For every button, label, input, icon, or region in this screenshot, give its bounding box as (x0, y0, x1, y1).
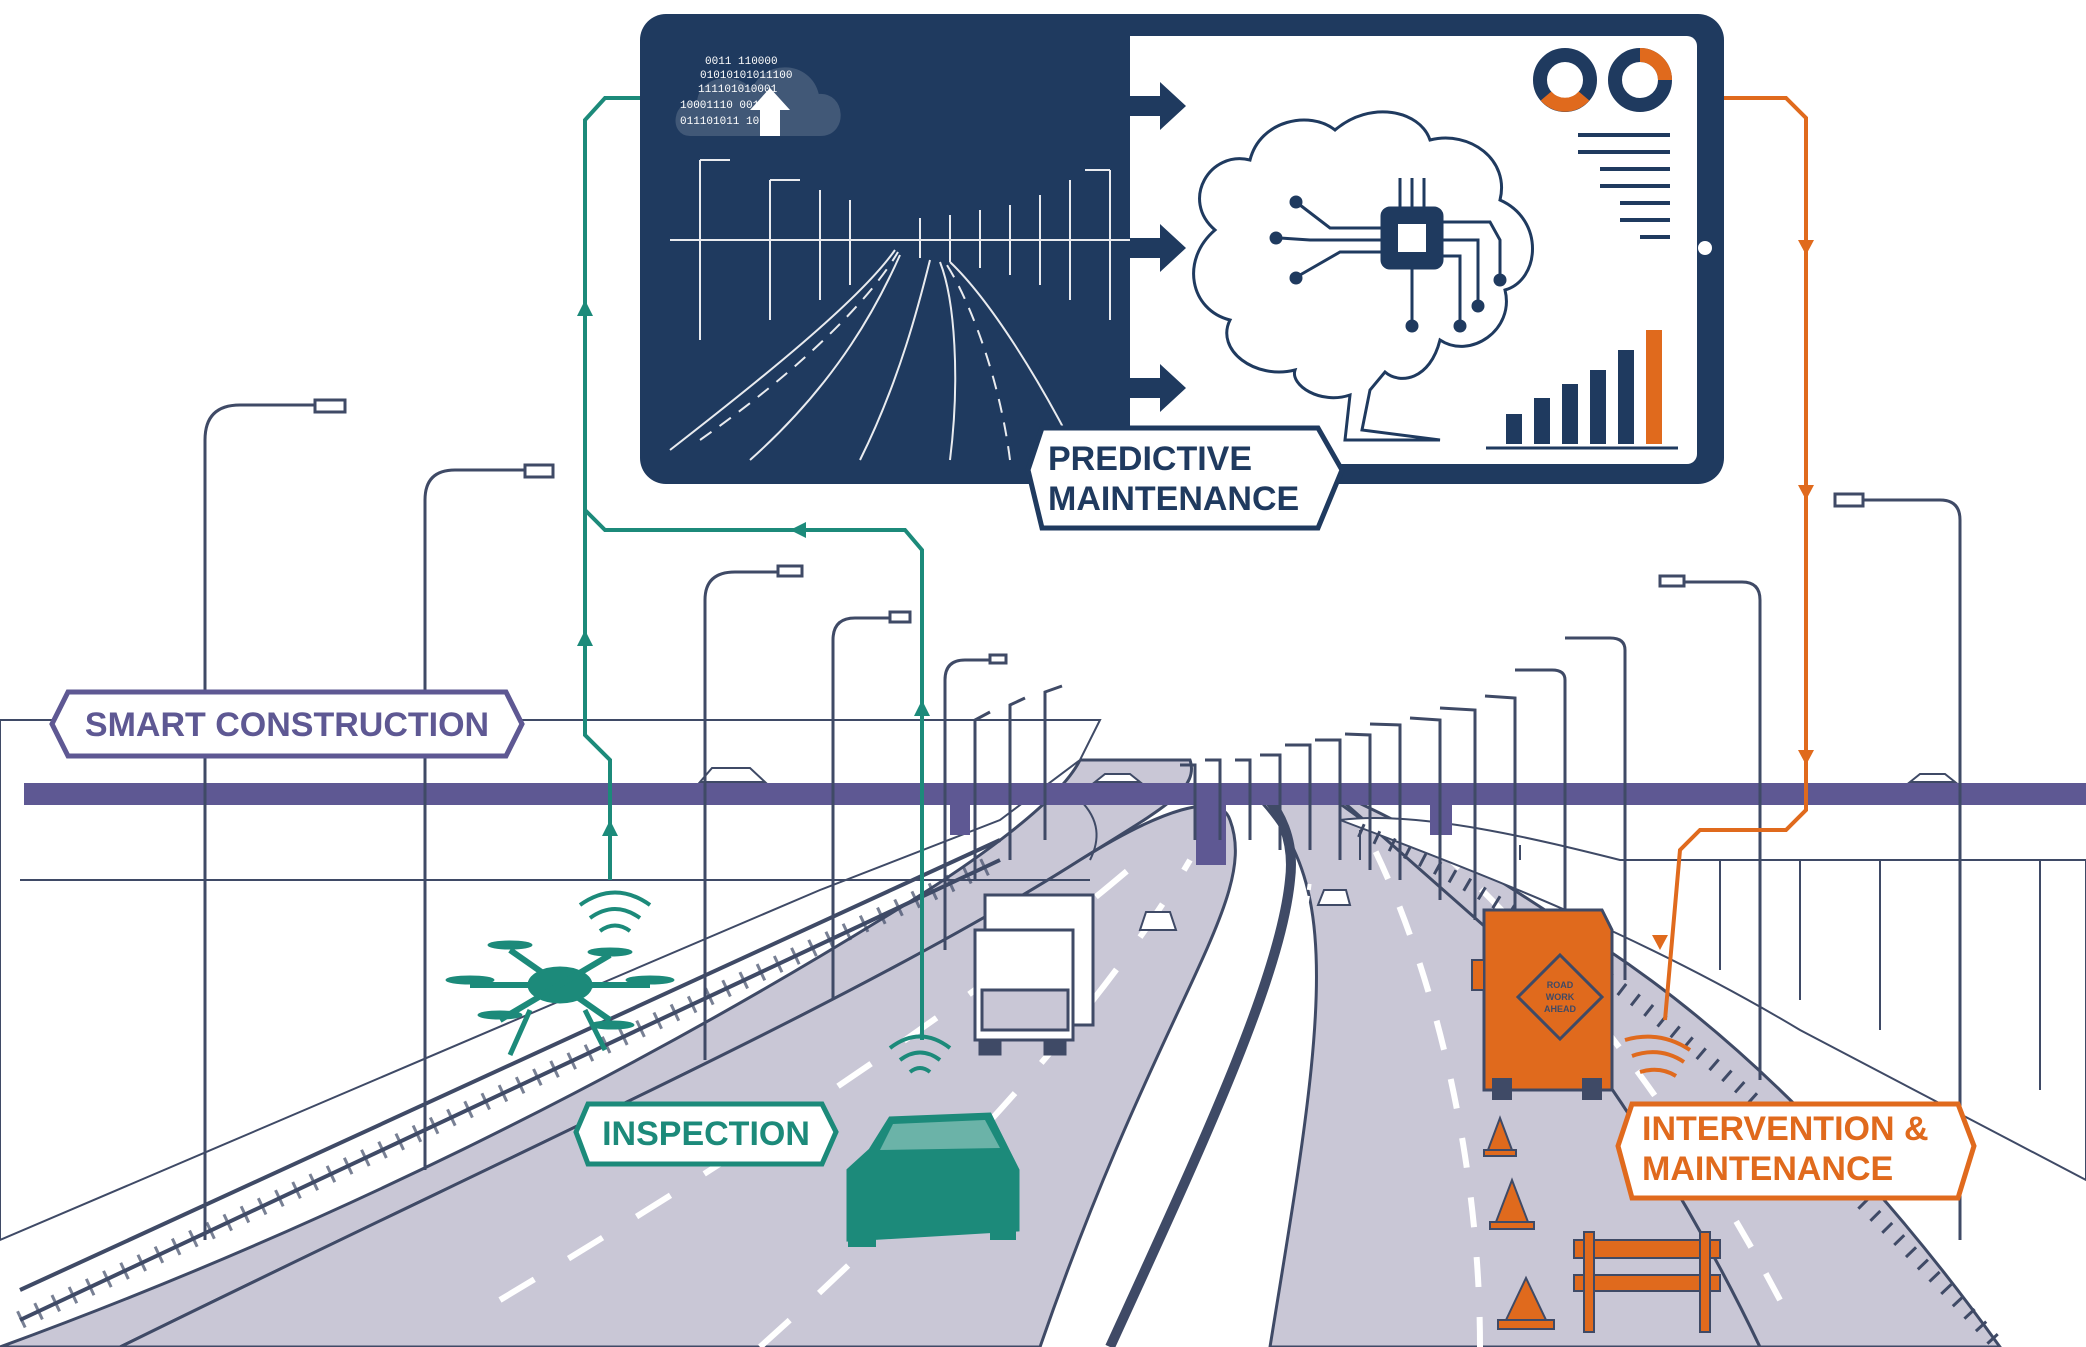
arrow-right-icon (1130, 82, 1186, 130)
predictive-text-line1: PREDICTIVE (1048, 440, 1252, 478)
road-barrier (1573, 1231, 1721, 1333)
bar-chart-icon (1486, 330, 1678, 450)
maintenance-dispatch-line (1663, 96, 1808, 1021)
inspection-text: INSPECTION (602, 1115, 810, 1153)
arrow-right-icon (1130, 364, 1186, 412)
intervention-text-line1: INTERVENTION & (1642, 1110, 1929, 1148)
ai-brain-icon (1192, 110, 1534, 442)
binary-row-4: 10001110 00111 (680, 100, 773, 112)
smart-construction-text: SMART CONSTRUCTION (85, 706, 489, 744)
overpass-bridge (24, 767, 2086, 865)
traffic-cones (1483, 1115, 1555, 1330)
inspection-car (846, 1034, 1020, 1247)
arrow-right-icon (1130, 224, 1186, 272)
label-predictive-maintenance: PREDICTIVE MAINTENANCE (1025, 425, 1345, 531)
drone-upload-line (583, 96, 640, 880)
binary-row-5: 011101011 10001 (680, 116, 779, 128)
bridge-car-right (1907, 773, 1958, 783)
road-work-sign: ROAD WORK AHEAD (1515, 952, 1605, 1042)
data-flow-lines (577, 96, 1814, 1078)
street-lamps (203, 398, 1962, 1240)
truck (973, 893, 1095, 1056)
chip-icon (1269, 178, 1507, 333)
bridge-car-left (697, 767, 768, 783)
report-lines-icon (1578, 133, 1670, 239)
road-sign-line3: AHEAD (1544, 1004, 1577, 1014)
cloud-upload-icon: 0011 110000 01010101011100 111101010001 … (675, 56, 841, 136)
binary-row-1: 0011 110000 (705, 56, 778, 68)
predictive-text-line2: MAINTENANCE (1048, 480, 1299, 518)
car-distant-left (1138, 911, 1178, 931)
bridge-car-mid (1092, 773, 1143, 783)
intervention-text-line2: MAINTENANCE (1642, 1150, 1893, 1188)
label-smart-construction: SMART CONSTRUCTION (49, 689, 525, 759)
label-inspection: INSPECTION (573, 1101, 839, 1167)
donut-chart-icon (1608, 48, 1672, 112)
car-distant-right (1316, 889, 1352, 906)
work-van: ROAD WORK AHEAD (1471, 908, 1614, 1100)
distant-cars (1138, 889, 1352, 931)
road-sign-line2: WORK (1546, 992, 1575, 1002)
donut-chart-icon (1533, 48, 1597, 112)
predictive-dashboard: 0011 110000 01010101011100 111101010001 … (640, 14, 1724, 484)
inspection-drone (445, 890, 675, 1057)
binary-row-2: 01010101011100 (700, 70, 792, 82)
binary-row-3: 111101010001 (698, 84, 778, 96)
road-sign-line1: ROAD (1547, 980, 1574, 990)
label-intervention-maintenance: INTERVENTION & MAINTENANCE (1615, 1101, 1977, 1201)
